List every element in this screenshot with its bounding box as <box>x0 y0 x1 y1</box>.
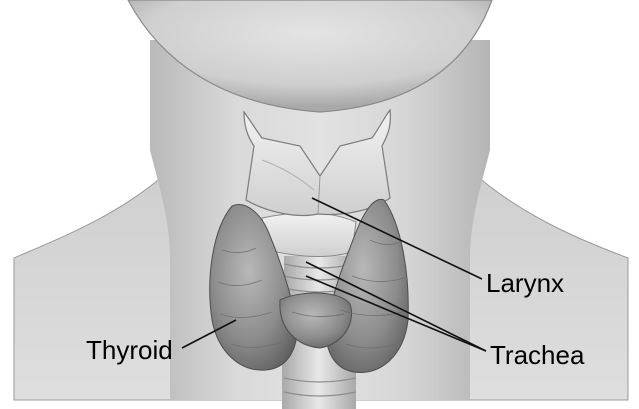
thyroid-label: Thyroid <box>86 337 173 363</box>
trachea-label: Trachea <box>490 342 584 368</box>
larynx-label: Larynx <box>486 270 564 296</box>
